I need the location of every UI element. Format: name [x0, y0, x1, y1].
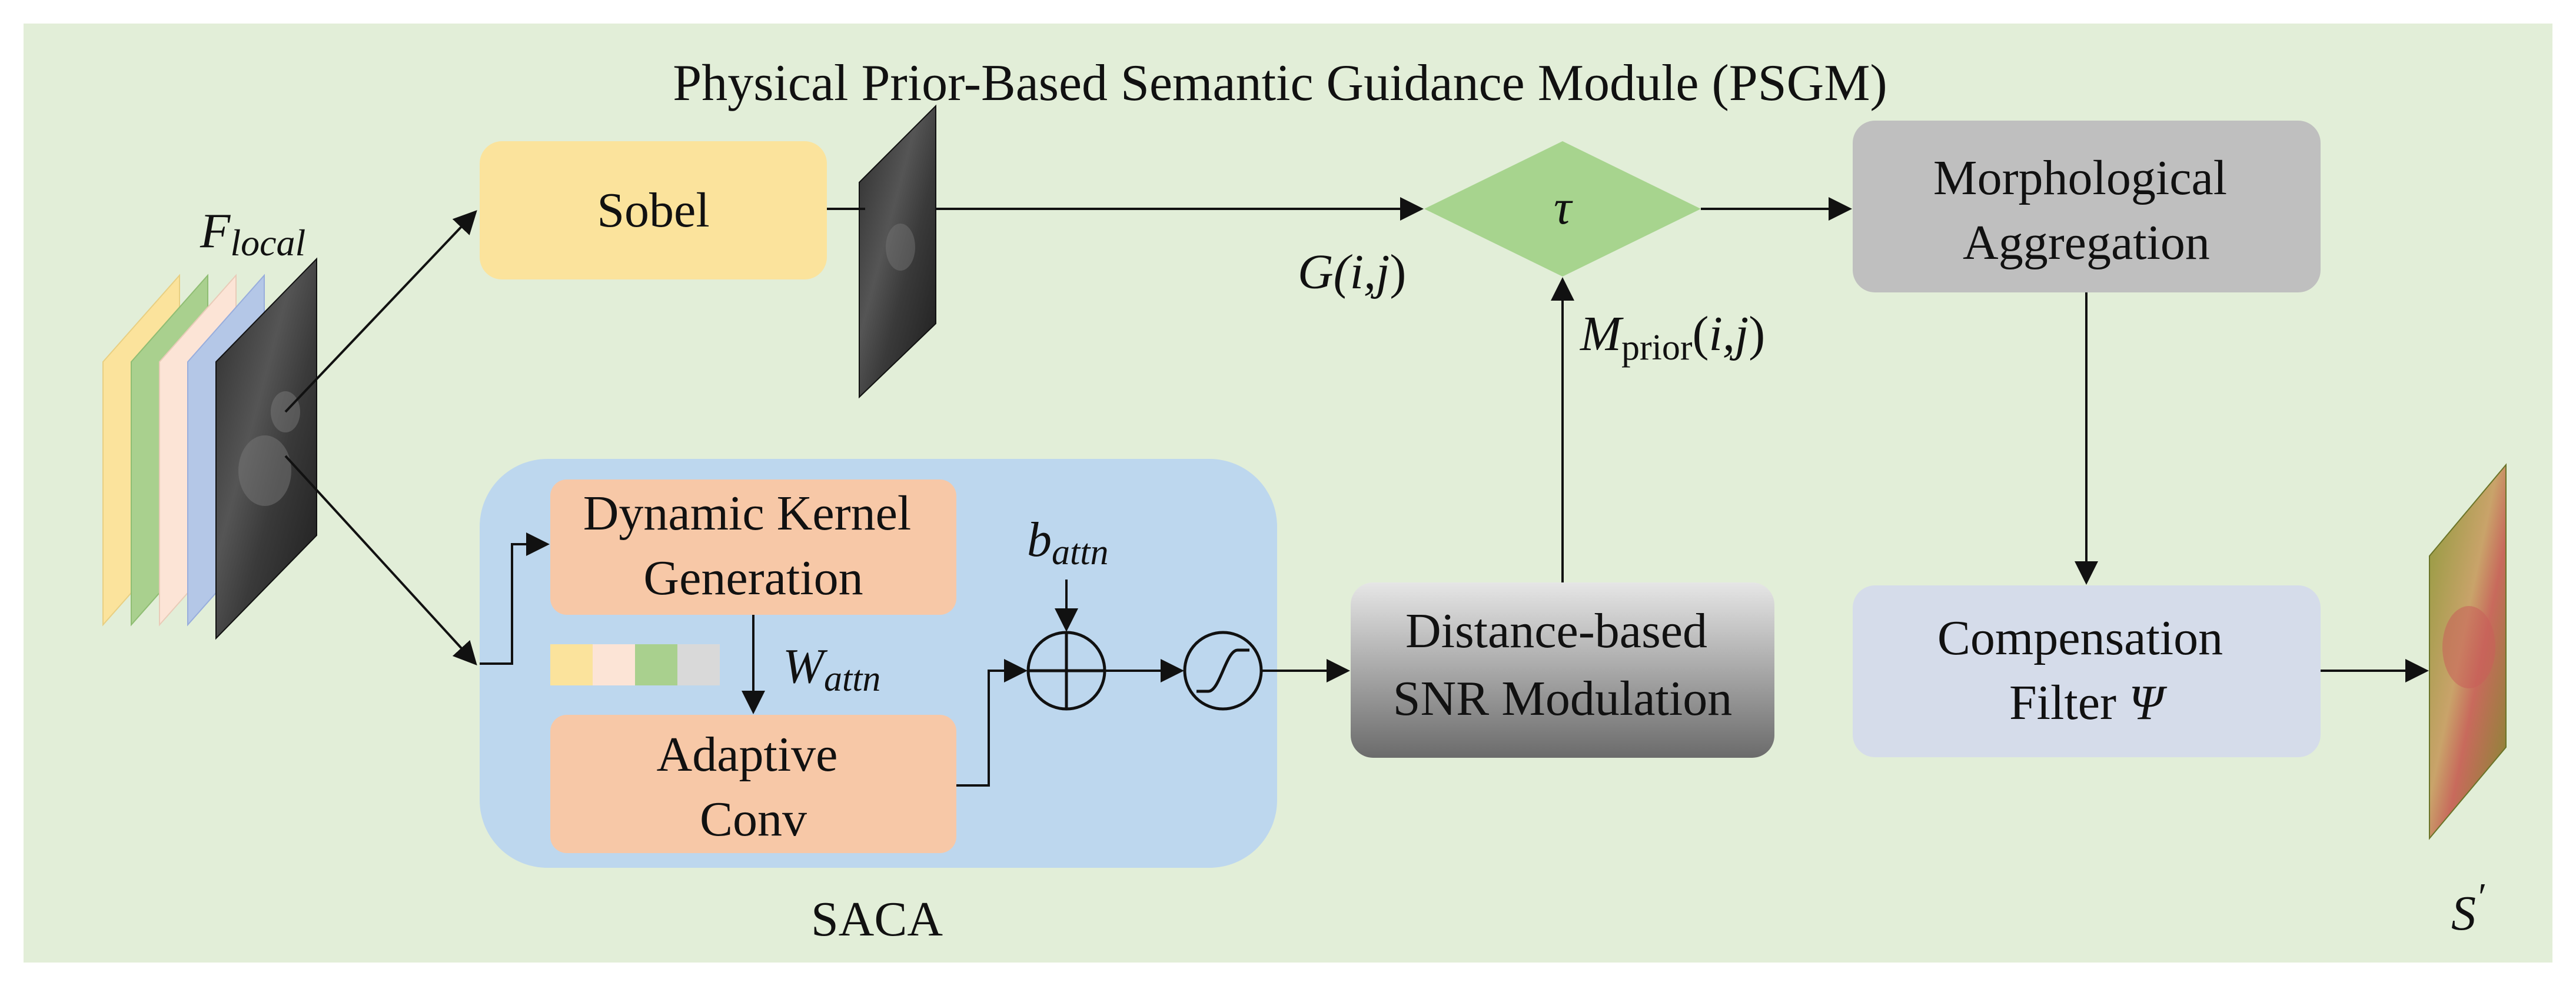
strip-cell-4: [677, 644, 720, 685]
edge-saca-entry-to-dynamic: [480, 532, 550, 665]
edge-input-to-saca: [284, 455, 477, 665]
saca-label: SACA: [811, 892, 943, 947]
strip-cell-3: [635, 644, 677, 685]
compensation-filter-label: Compensation Filter Ψ: [1937, 611, 2235, 730]
edges: [284, 197, 2429, 787]
input-feature-stack: [102, 257, 317, 640]
edge-input-to-sobel: [284, 210, 477, 413]
weight-label: Wattn: [783, 639, 880, 699]
morphological-aggregation-label: Morphological Aggregation: [1933, 151, 2239, 270]
dynamic-kernel-generation-label: Dynamic Kernel Generation: [583, 486, 923, 605]
strip-cell-1: [550, 644, 593, 685]
adaptive-conv-box: [550, 715, 956, 853]
prior-label: Mprior(i,j): [1580, 307, 1765, 368]
distance-snr-modulation-label: Distance-based SNR Modulation: [1393, 604, 1732, 726]
addition-operator: [1026, 631, 1106, 711]
attention-weight-strip: [550, 644, 720, 685]
gradient-label: G(i,j): [1298, 245, 1406, 299]
diagram-title: Physical Prior-Based Semantic Guidance M…: [673, 55, 1887, 112]
sobel-box: [480, 141, 827, 279]
output-label: S′: [2451, 875, 2485, 941]
morphological-aggregation-box: [1853, 121, 2321, 292]
adaptive-conv-label: Adaptive Conv: [657, 727, 850, 847]
threshold-diamond: [1424, 141, 1701, 277]
gradient-map-thumbnail: [859, 104, 936, 399]
compensation-filter-box: [1853, 585, 2321, 757]
dynamic-kernel-generation-box: [550, 479, 956, 615]
sobel-label: Sobel: [597, 183, 709, 238]
threshold-symbol: τ: [1554, 180, 1573, 235]
input-label: Flocal: [200, 204, 305, 264]
strip-cell-2: [593, 644, 635, 685]
distance-snr-modulation-box: [1351, 582, 1774, 758]
edge-adaptive-to-add: [956, 659, 1028, 787]
bias-label: battn: [1027, 512, 1108, 572]
